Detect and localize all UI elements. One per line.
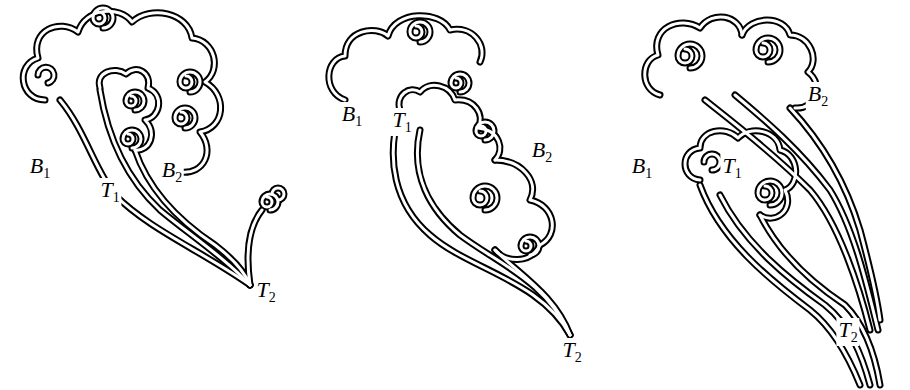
- part-label: B1: [630, 154, 654, 182]
- part-label: T1: [98, 178, 121, 206]
- part-label: T2: [560, 338, 583, 366]
- part-label: B2: [530, 138, 554, 166]
- part-label: T2: [836, 318, 859, 346]
- part-label: B2: [806, 82, 830, 110]
- part-label: T1: [390, 108, 413, 136]
- part-label: T1: [720, 154, 743, 182]
- part-label: B2: [160, 158, 184, 186]
- part-label: T2: [254, 278, 277, 306]
- part-label: B1: [28, 154, 52, 182]
- part-label: B1: [340, 102, 364, 130]
